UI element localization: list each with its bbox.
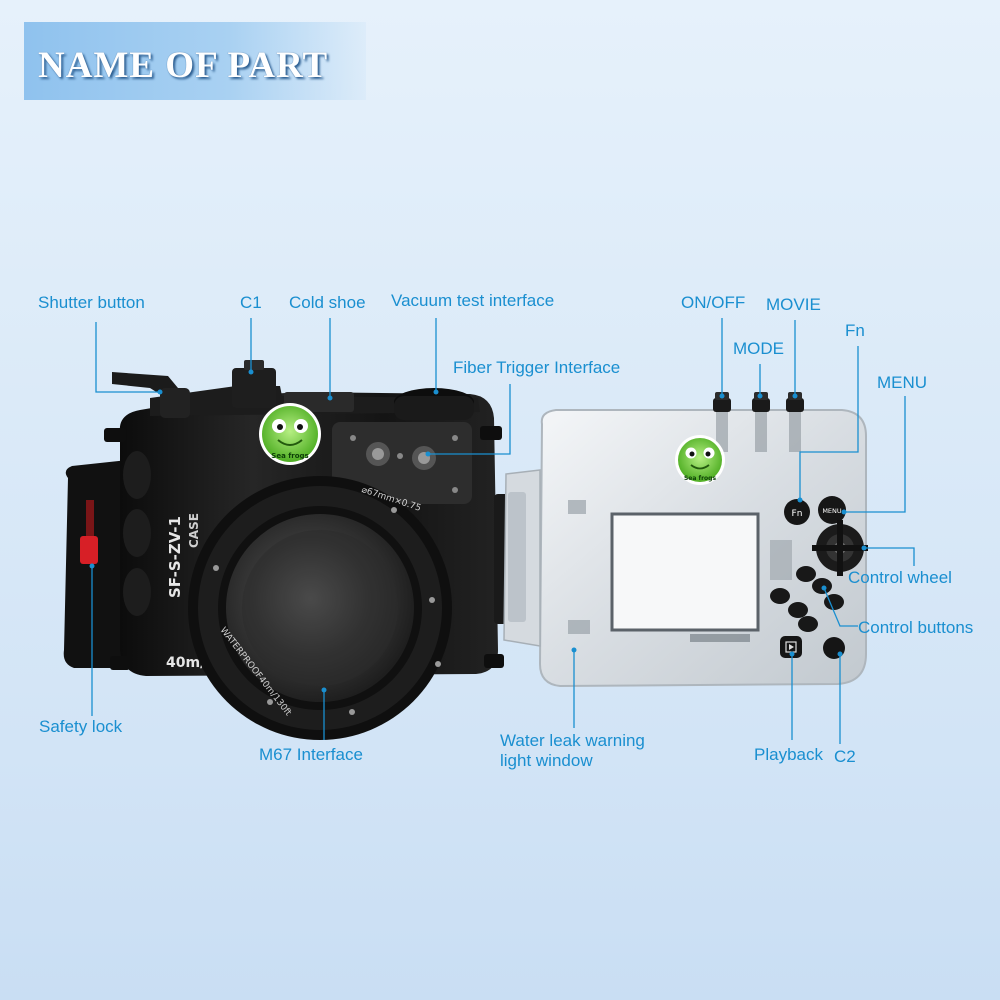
back-housing: Sea frogs Fn MENU xyxy=(503,392,868,688)
c1-knob xyxy=(232,368,276,408)
model-text: SF-S-ZV-1 xyxy=(166,516,184,598)
label-safety-lock: Safety lock xyxy=(39,717,123,736)
control-wheel-knob xyxy=(812,520,868,576)
fn-button-text: Fn xyxy=(792,509,803,519)
fiber-trigger-plate xyxy=(332,422,472,504)
back-sea-frogs-badge: Sea frogs xyxy=(675,435,725,485)
label-movie: MOVIE xyxy=(766,295,821,314)
label-control-wheel: Control wheel xyxy=(848,568,952,587)
label-fiber-trigger: Fiber Trigger Interface xyxy=(453,358,621,377)
safety-lock-switch xyxy=(80,536,98,564)
movie-button xyxy=(786,398,804,412)
back-badge-text: Sea frogs xyxy=(684,475,717,482)
fn-button-knob xyxy=(784,499,810,525)
label-water-leak-line1: Water leak warning xyxy=(500,731,645,750)
control-buttons-leader xyxy=(823,587,858,627)
fiber-trigger-leader xyxy=(428,384,511,455)
label-shutter-button: Shutter button xyxy=(38,293,145,312)
label-menu: MENU xyxy=(877,373,928,392)
label-cold-shoe: Cold shoe xyxy=(289,293,366,312)
label-control-buttons: Control buttons xyxy=(858,618,974,637)
menu-button-knob xyxy=(818,496,846,524)
label-c2: C2 xyxy=(834,747,856,766)
shutter-button-leader xyxy=(95,322,160,393)
front-badge-text: Sea frogs xyxy=(271,452,308,460)
label-m67-interface: M67 Interface xyxy=(259,745,363,764)
sea-frogs-badge: Sea frogs xyxy=(259,403,321,465)
callout-lines xyxy=(89,318,915,744)
front-housing: Sea frogs SF-S-ZV-1 CASE 40m/ ⌀67mm×0.75… xyxy=(63,360,512,740)
menu-leader xyxy=(844,396,906,513)
menu-button-text: MENU xyxy=(822,507,842,515)
lens-port: ⌀67mm×0.75 WATERPROOF40m/130ft xyxy=(188,476,452,740)
case-text: CASE xyxy=(187,513,201,548)
control-wheel-leader xyxy=(864,547,915,566)
side-grip xyxy=(63,460,128,668)
label-on-off: ON/OFF xyxy=(681,293,746,312)
label-vacuum-test: Vacuum test interface xyxy=(391,291,555,310)
on-off-button xyxy=(713,398,731,412)
label-c1: C1 xyxy=(240,293,262,312)
page-title: NAME OF PART xyxy=(38,45,329,86)
control-buttons-cluster xyxy=(770,566,844,632)
title-banner xyxy=(24,22,366,100)
vacuum-knob xyxy=(394,396,474,420)
lcd-window xyxy=(610,512,760,632)
depth-text: 40m/ xyxy=(166,655,206,671)
label-water-leak-line2: light window xyxy=(500,751,593,770)
label-mode: MODE xyxy=(733,339,784,358)
label-playback: Playback xyxy=(754,745,823,764)
label-fn: Fn xyxy=(845,321,865,340)
mode-button xyxy=(752,398,770,412)
top-buttons xyxy=(713,392,804,452)
fn-leader xyxy=(799,346,859,500)
